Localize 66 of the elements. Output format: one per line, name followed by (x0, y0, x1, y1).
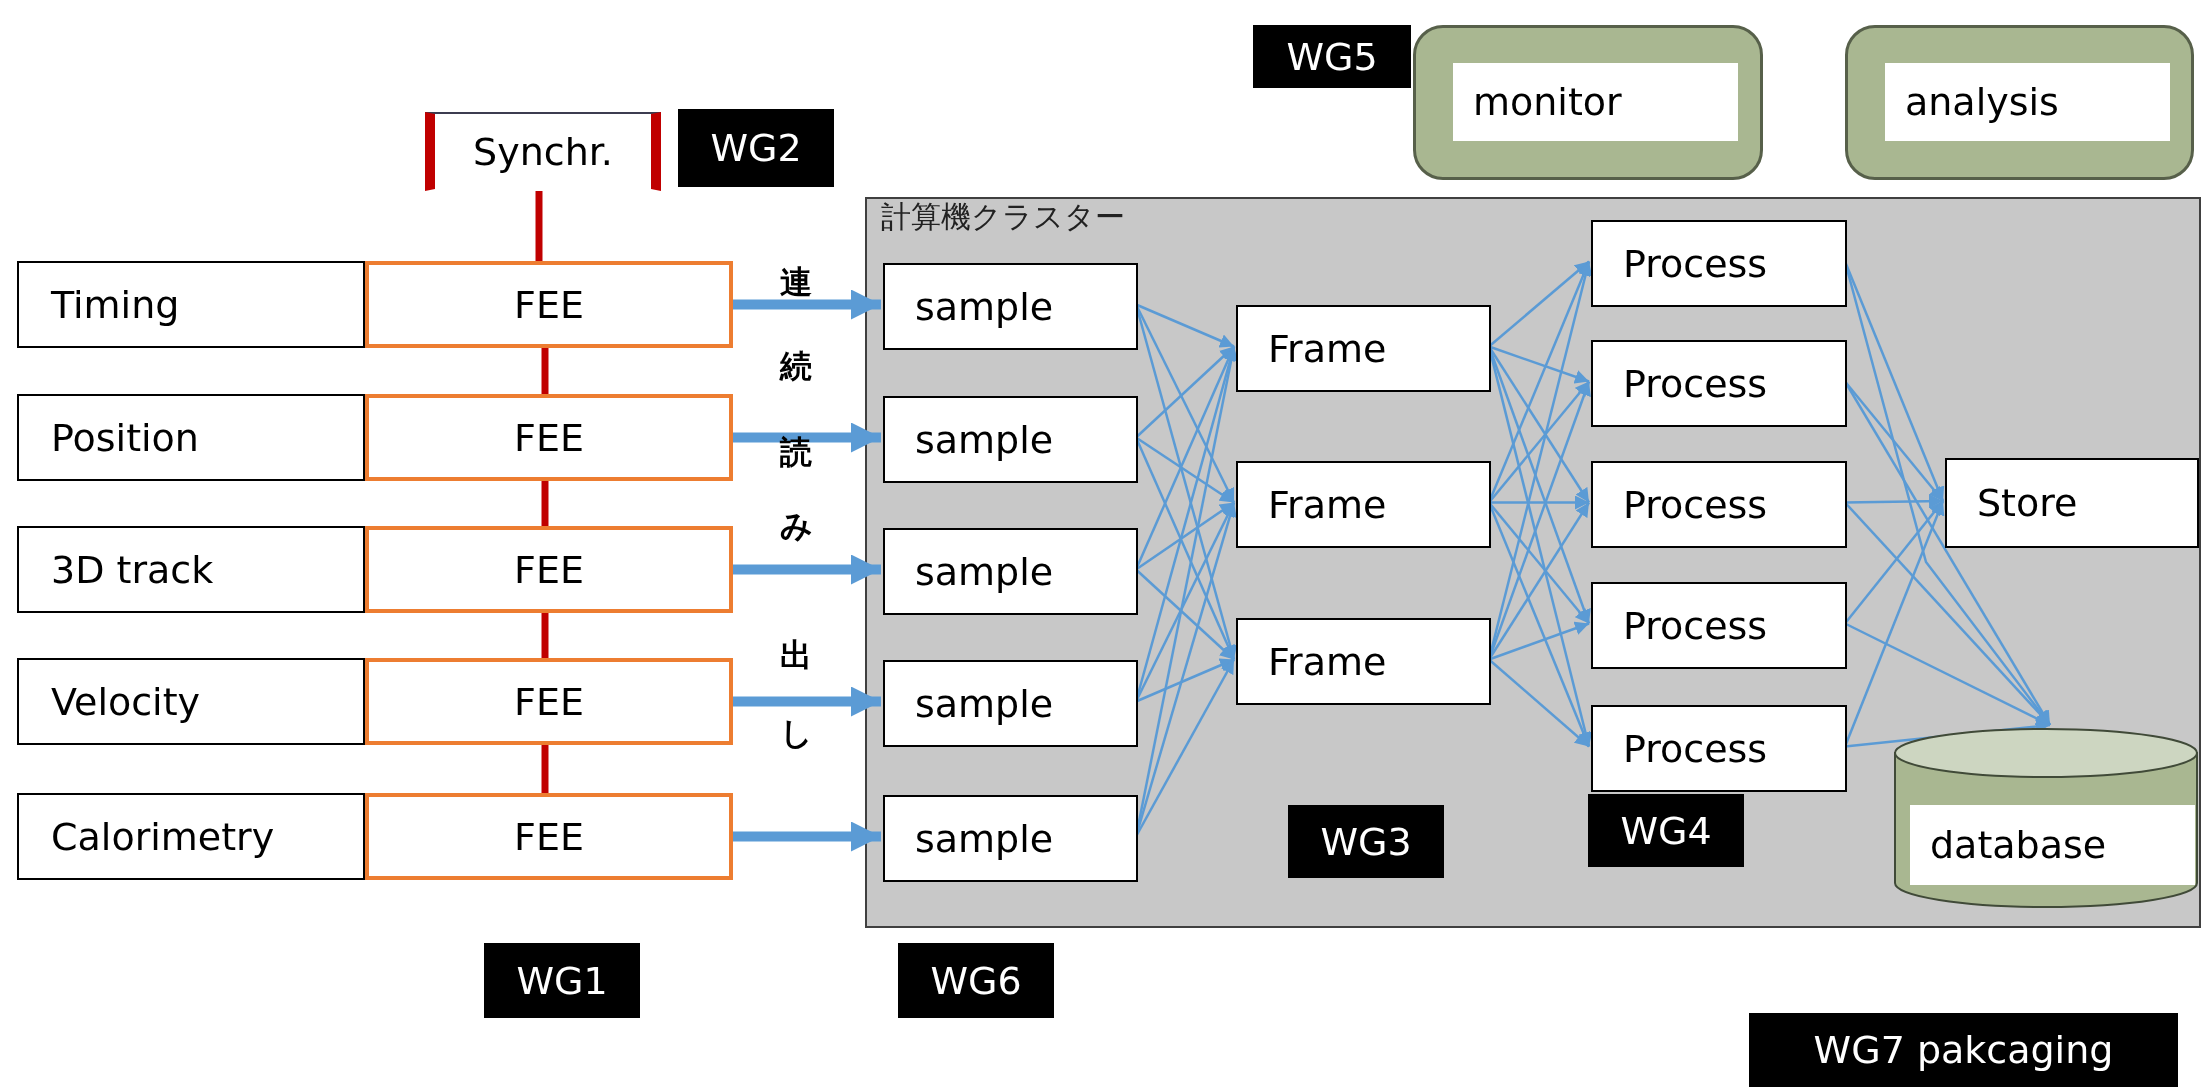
detector-box: Velocity (17, 658, 365, 745)
detector-box: Calorimetry (17, 793, 365, 880)
arrow (1135, 501, 1235, 571)
arrow (1135, 345, 1235, 439)
connector-line (541, 745, 549, 793)
process-box: sample (883, 660, 1138, 747)
label-box: analysis (1885, 63, 2170, 141)
tag-box: WG3 (1288, 805, 1444, 878)
arrow (1488, 501, 1590, 625)
process-box: Process (1591, 705, 1847, 792)
arrow (1488, 658, 1590, 748)
arrow (1844, 494, 1944, 509)
connector-line (541, 348, 549, 394)
detector-box: Timing (17, 261, 365, 348)
tag-box: WG6 (898, 943, 1054, 1018)
label-box: database (1910, 805, 2195, 885)
label-box: monitor (1453, 63, 1738, 141)
process-box: sample (883, 396, 1138, 483)
fee-box: FEE (365, 658, 733, 745)
process-box: Process (1591, 582, 1847, 669)
arrow (1488, 345, 1590, 384)
detector-box: Position (17, 394, 365, 481)
arrow (1844, 500, 1944, 625)
process-box: Frame (1236, 618, 1491, 705)
arrow (733, 289, 881, 320)
tag-box: WG1 (484, 943, 640, 1018)
fee-box: FEE (365, 526, 733, 613)
process-box: Store (1945, 458, 2199, 548)
arrow (733, 821, 881, 852)
fee-box: FEE (365, 394, 733, 481)
arrow (1489, 495, 1589, 510)
fee-box: FEE (365, 793, 733, 880)
panel-title: 計算機クラスター (881, 198, 1125, 236)
arrow (1488, 621, 1590, 661)
rounded-box (1845, 25, 2194, 180)
process-box: Process (1591, 220, 1847, 307)
tag-box: WG2 (678, 109, 834, 187)
cluster-panel (865, 197, 2201, 928)
connector-line (535, 191, 543, 261)
sync-box: Synchr. (425, 112, 661, 191)
arrow (733, 422, 881, 453)
arrow (1488, 260, 1590, 348)
arrow (1135, 436, 1235, 504)
arrow (1135, 658, 1235, 703)
process-box: Frame (1236, 305, 1491, 392)
arrow (733, 686, 881, 717)
process-box: sample (883, 263, 1138, 350)
arrow (733, 554, 881, 585)
fee-box: FEE (365, 261, 733, 348)
arrow (1135, 303, 1235, 348)
vertical-label: 連続読み出し (776, 240, 816, 818)
arrow (1844, 501, 2051, 726)
tag-box: WG7 pakcaging (1749, 1013, 2178, 1087)
rounded-box (1413, 25, 1763, 180)
connector-line (541, 481, 549, 526)
process-box: sample (883, 795, 1138, 882)
process-box: sample (883, 528, 1138, 615)
arrow (1135, 568, 1235, 661)
tag-box: WG5 (1253, 25, 1411, 88)
detector-box: 3D track (17, 526, 365, 613)
tag-box: WG4 (1588, 794, 1744, 867)
connector-line (541, 613, 549, 658)
process-box: Frame (1236, 461, 1491, 548)
process-box: Process (1591, 340, 1847, 427)
arrow (1488, 380, 1590, 504)
process-box: Process (1591, 461, 1847, 548)
